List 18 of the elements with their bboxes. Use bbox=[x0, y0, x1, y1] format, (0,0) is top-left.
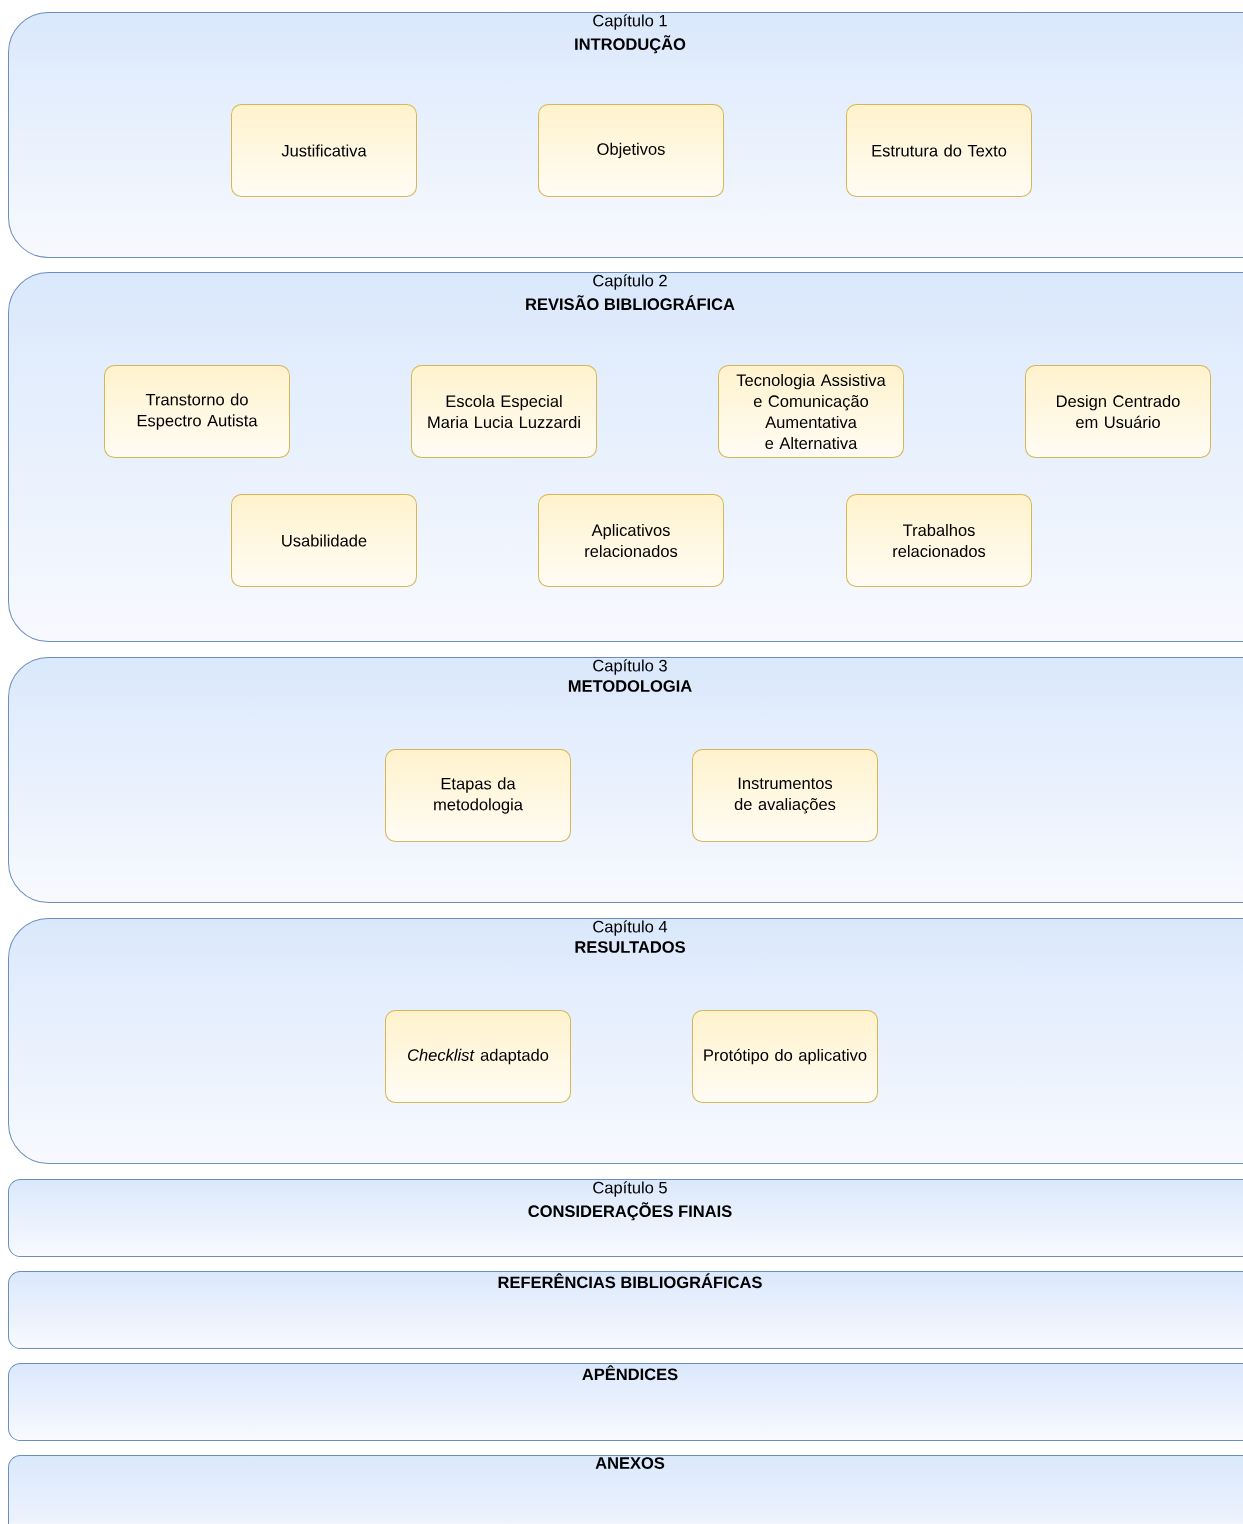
topic-box: Objetivos bbox=[538, 104, 724, 197]
chapter-band: REFERÊNCIAS BIBLIOGRÁFICAS bbox=[8, 1271, 1243, 1349]
topic-box: Escola Especial Maria Lucia Luzzardi bbox=[411, 365, 597, 458]
topic-box: Instrumentos de avaliações bbox=[692, 749, 878, 842]
chapter-band: APÊNDICES bbox=[8, 1363, 1243, 1441]
topic-box: Justificativa bbox=[231, 104, 417, 197]
topic-box: Design Centrado em Usuário bbox=[1025, 365, 1211, 458]
topic-box: Estrutura do Texto bbox=[846, 104, 1032, 197]
topic-box: Aplicativos relacionados bbox=[538, 494, 724, 587]
topic-box: Protótipo do aplicativo bbox=[692, 1010, 878, 1103]
topic-box: Transtorno do Espectro Autista bbox=[104, 365, 290, 458]
chapter-band: Capítulo 5 CONSIDERAÇÕES FINAIS bbox=[8, 1179, 1243, 1257]
topic-box: Trabalhos relacionados bbox=[846, 494, 1032, 587]
topic-box: Tecnologia Assistiva e Comunicação Aumentativa e Alternativa bbox=[718, 365, 904, 458]
topic-box: Etapas da metodologia bbox=[385, 749, 571, 842]
topic-box: Usabilidade bbox=[231, 494, 417, 587]
topic-box: Checklist adaptado bbox=[385, 1010, 571, 1103]
chapter-band: ANEXOS bbox=[8, 1455, 1243, 1524]
